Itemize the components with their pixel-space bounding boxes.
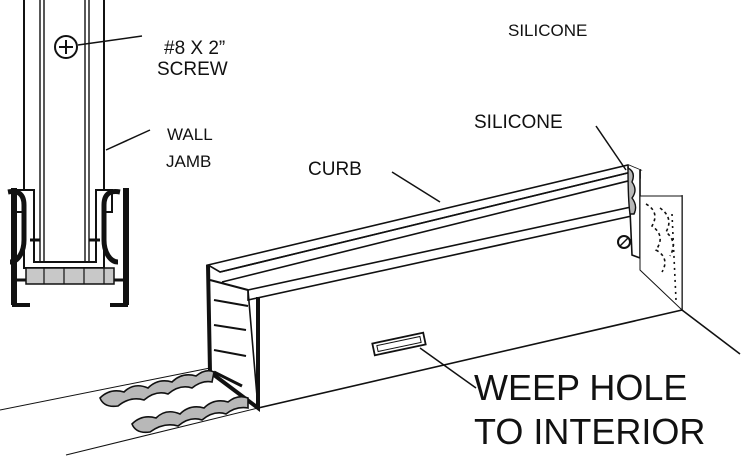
floor-lines: [0, 367, 259, 456]
silicone-bead-end: [627, 166, 637, 215]
wall-jamb-label-line2: JAMB: [166, 152, 211, 171]
curb-extrusion: [205, 164, 741, 412]
silicone-beads-floor: [99, 369, 249, 434]
screw-head-icon: [54, 35, 78, 59]
screw-leader-line: [77, 35, 143, 46]
curb-label: CURB: [308, 159, 362, 180]
wall-jamb-section: [7, 0, 129, 307]
weep-hole-label-line1: WEEP HOLE: [474, 367, 687, 408]
jamb-base-channel: [15, 189, 113, 269]
jamb-gasket: [25, 267, 115, 285]
screw-label-line1: #8 X 2”: [164, 38, 225, 59]
wall-jamb-leader-line: [105, 129, 151, 151]
silicone-label-curb: SILICONE: [474, 112, 563, 133]
weep-hole-label-line2: TO INTERIOR: [474, 411, 705, 452]
silicone-leader-line: [595, 125, 627, 171]
wall-jamb-label-line1: WALL: [167, 125, 213, 144]
silicone-label-top: SILICONE: [508, 21, 587, 40]
weep-hole-leader-line: [419, 347, 477, 389]
screw-label-line2: SCREW: [157, 59, 228, 80]
curb-leader-line: [391, 171, 441, 203]
